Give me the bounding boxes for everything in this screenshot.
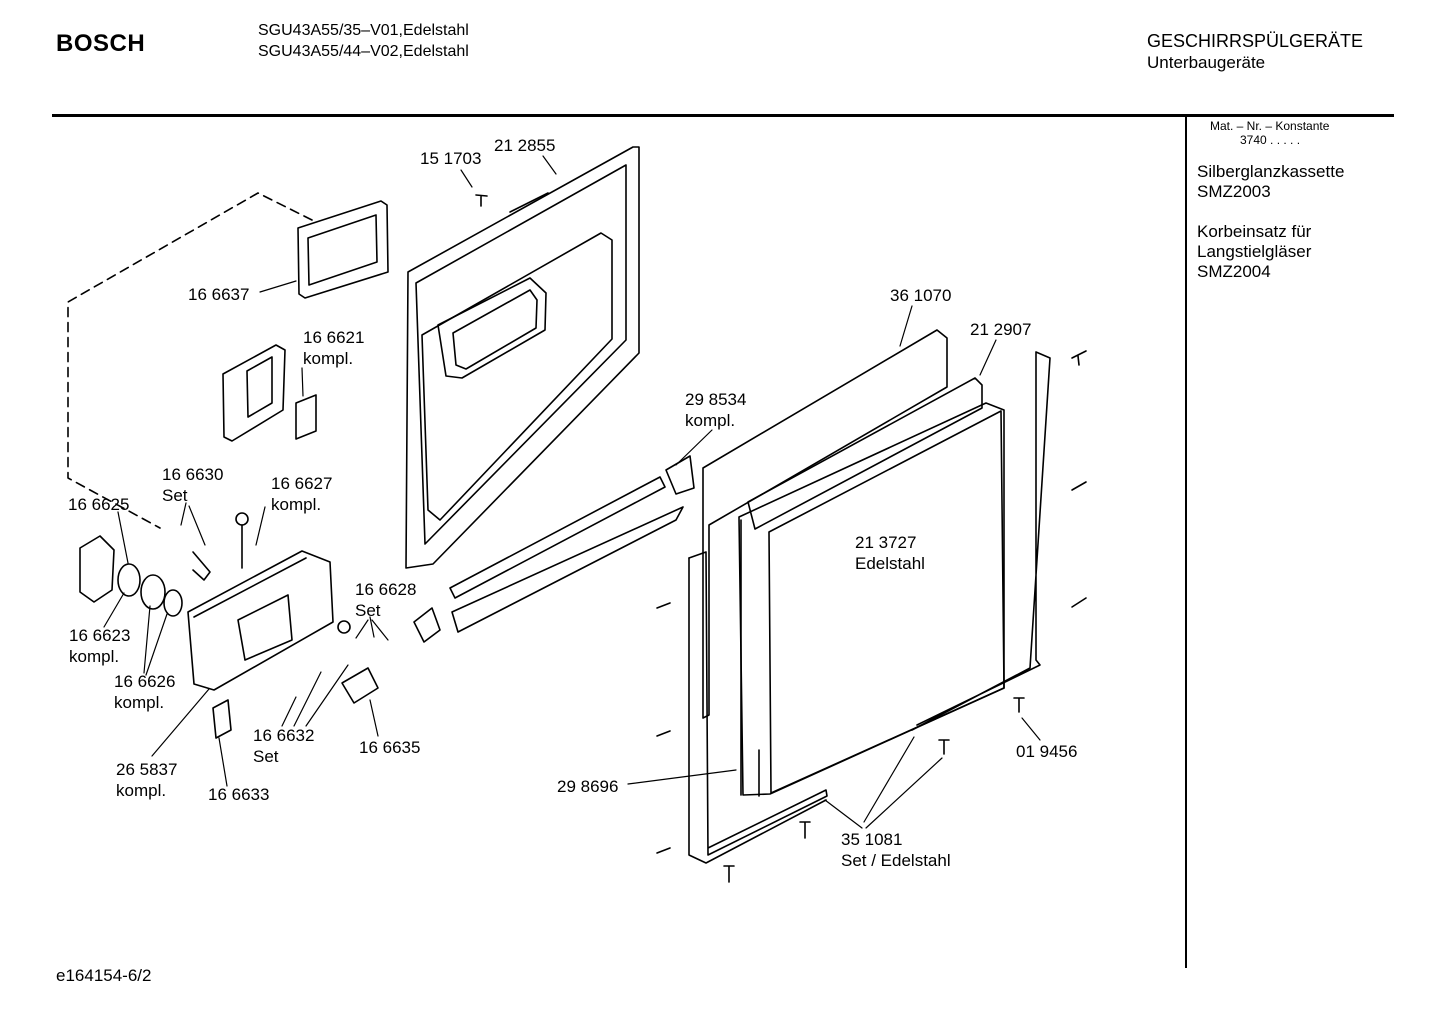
part-label-166635: 16 6635 [359,738,421,757]
drawing-id: e164154-6/2 [56,966,152,985]
mat-nr-value: 3740 . . . . . [1240,133,1301,147]
accessory-2-code: SMZ2004 [1197,262,1271,281]
part-label-212907: 21 2907 [970,320,1032,339]
accessory-1-code: SMZ2003 [1197,182,1271,201]
mat-nr-label: Mat. – Nr. – Konstante [1210,119,1330,133]
door-bottom-strip [413,455,695,643]
outer-door-panel [702,329,1005,797]
model-line-2: SGU43A55/44–V02,Edelstahl [258,43,469,60]
part-label-166633: 16 6633 [208,785,270,804]
detergent-dispenser-part [187,550,334,691]
dispenser-cover-part [222,344,317,442]
brand-logo: BOSCH [56,30,146,57]
assembly-dashed-outline [67,192,313,529]
screw-parts [475,194,1087,883]
dispenser-seal-parts [79,512,379,739]
header-divider [52,114,1394,117]
inner-door-panel [405,146,640,569]
leader-lines [103,155,1041,829]
part-label-298696: 29 8696 [557,777,619,796]
sidebar-divider [1185,116,1187,968]
accessory-1-name: Silberglanzkassette [1197,162,1345,181]
accessory-2-name-2: Langstielgläser [1197,242,1312,261]
window-frame-part [297,200,389,299]
accessory-2-name: Korbeinsatz für [1197,222,1312,241]
part-label-019456: 01 9456 [1016,742,1078,761]
door-side-frame [688,351,1051,864]
part-label-166625: 16 6625 [68,495,130,514]
model-line-1: SGU43A55/35–V01,Edelstahl [258,22,469,39]
part-label-166637: 16 6637 [188,285,250,304]
category-title: GESCHIRRSPÜLGERÄTE [1147,31,1364,51]
part-label-151703: 15 1703 [420,149,482,168]
category-subtitle: Unterbaugeräte [1147,53,1266,72]
part-label-361070: 36 1070 [890,286,952,305]
part-label-212855: 21 2855 [494,136,556,155]
